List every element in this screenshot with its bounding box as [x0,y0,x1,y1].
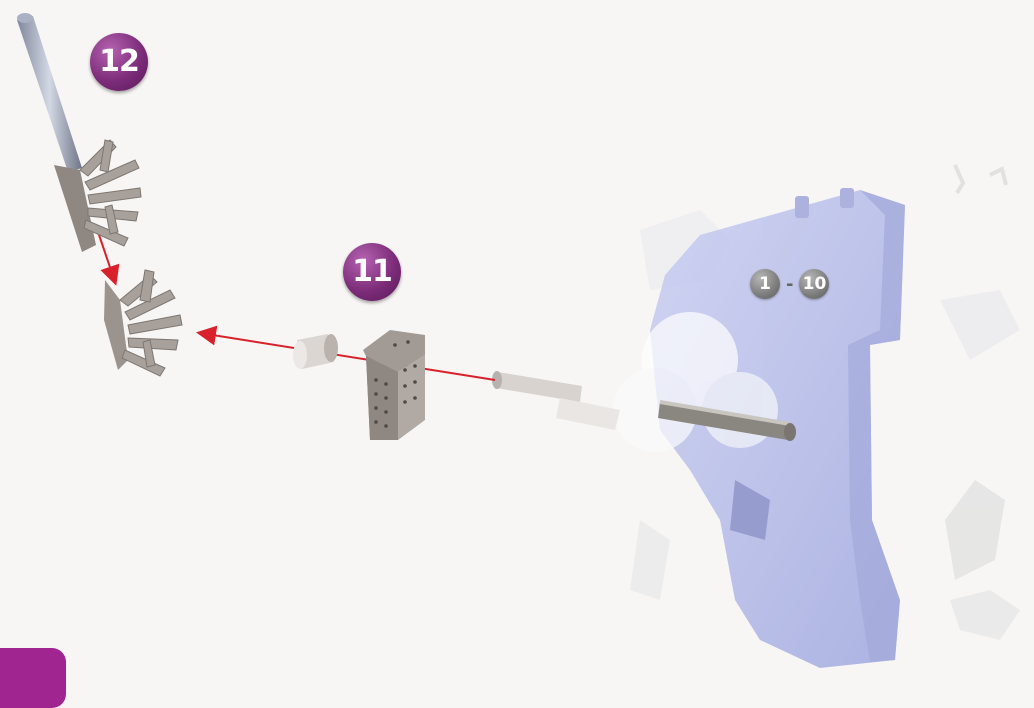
page-corner-tab [0,648,66,708]
range-separator: - [786,274,793,295]
arrow-to-spacer [200,333,495,380]
range-end-badge: 10 [799,269,829,299]
step-12-badge: 12 [90,33,148,91]
gear-connector-lower [104,270,182,376]
step-11-badge: 11 [343,243,401,301]
axle-connector [492,371,620,430]
spacer-cylinder [293,334,338,369]
perforated-bracket [363,330,425,440]
step-range-label: 1 - 10 [750,267,829,301]
range-start-badge: 1 [750,269,780,299]
